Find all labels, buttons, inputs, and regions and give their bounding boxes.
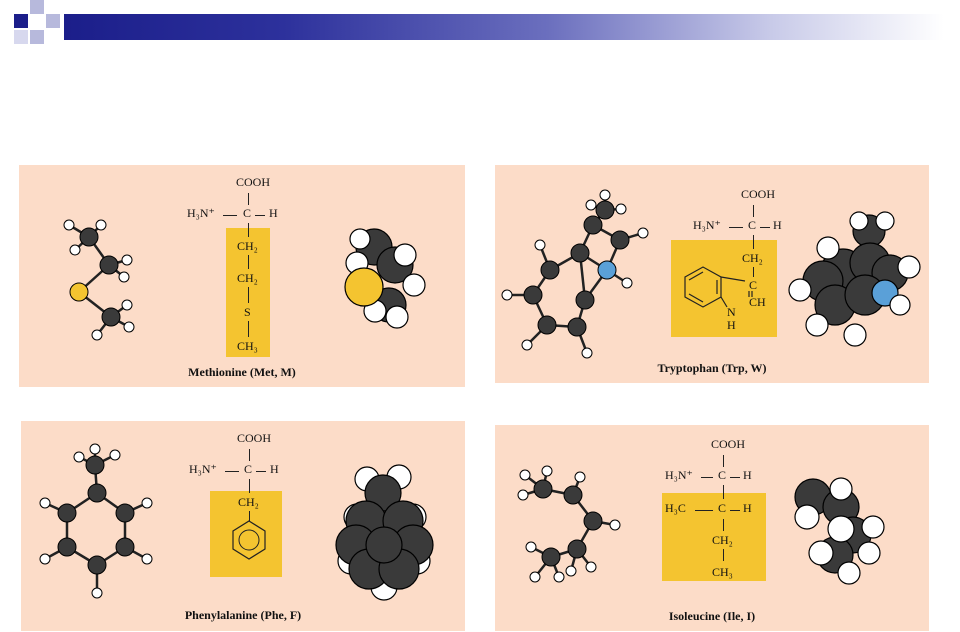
- methionine-panel: COOH H₃N⁺ C H CH₂ CH₂ S CH₃ Methionine (…: [19, 165, 465, 387]
- amine-label: H₃N⁺: [693, 218, 721, 232]
- logo-square-2: [30, 0, 44, 14]
- side-chain-ch2: CH₂: [238, 495, 259, 509]
- alpha-carbon-label: C: [748, 218, 757, 232]
- amine-label: H₃N⁺: [189, 462, 217, 476]
- cooh-label: COOH: [236, 175, 271, 189]
- indole-n: N: [727, 305, 736, 319]
- side-chain-ch2: CH₂: [712, 533, 733, 547]
- methionine-label: Methionine (Met, M): [188, 365, 296, 379]
- alpha-carbon-label: C: [244, 462, 253, 476]
- title-bar: [64, 14, 944, 40]
- side-chain-ch2-1: CH₂: [237, 239, 258, 253]
- side-chain-beta-carbon: C: [718, 501, 727, 515]
- side-chain-s: S: [244, 305, 251, 319]
- indole-ch: CH: [749, 295, 766, 309]
- isoleucine-side-chain-box: [662, 493, 766, 581]
- isoleucine-label: Isoleucine (Ile, I): [668, 609, 756, 623]
- side-chain-ch2: CH₂: [742, 251, 763, 265]
- side-chain-beta-hydrogen: H: [743, 501, 752, 515]
- logo-square-1: [14, 14, 28, 28]
- amine-label: H₃N⁺: [187, 206, 215, 220]
- methionine-ball-and-stick: [63, 219, 135, 341]
- side-chain-ch2-2: CH₂: [237, 271, 258, 285]
- alpha-hydrogen-label: H: [743, 468, 752, 482]
- methionine-formula: COOH H₃N⁺ C H CH₂ CH₂ S CH₃: [179, 175, 319, 355]
- alpha-carbon-label: C: [718, 468, 727, 482]
- phenylalanine-label: Phenylalanine (Phe, F): [184, 608, 302, 622]
- isoleucine-formula: COOH H₃N⁺ C H H₃C C H CH₂ CH₃: [665, 437, 785, 587]
- phenylalanine-ball-and-stick: [39, 443, 153, 599]
- tryptophan-formula: COOH H₃N⁺ C H CH₂ C CH N H: [691, 187, 801, 337]
- phenylalanine-panel: COOH H₃N⁺ C H CH₂: [21, 421, 465, 631]
- alpha-hydrogen-label: H: [773, 218, 782, 232]
- alpha-hydrogen-label: H: [269, 206, 278, 220]
- tryptophan-ball-and-stick: [501, 189, 649, 359]
- amine-label: H₃N⁺: [665, 468, 693, 482]
- cooh-label: COOH: [711, 437, 746, 451]
- isoleucine-ball-and-stick: [517, 465, 621, 583]
- tryptophan-label: Tryptophan (Trp, W): [657, 361, 767, 375]
- alpha-carbon-label: C: [243, 206, 252, 220]
- side-chain-ch3: CH₃: [237, 339, 258, 353]
- side-chain-h3c: H₃C: [665, 501, 686, 515]
- side-chain-ch3: CH₃: [712, 565, 733, 579]
- alpha-hydrogen-label: H: [270, 462, 279, 476]
- isoleucine-panel: COOH H₃N⁺ C H H₃C C H CH₂ CH₃: [495, 425, 929, 631]
- logo-square-3: [46, 14, 60, 28]
- phenylalanine-formula: COOH H₃N⁺ C H CH₂: [181, 431, 321, 581]
- cooh-label: COOH: [741, 187, 776, 201]
- tryptophan-panel: COOH H₃N⁺ C H CH₂ C CH N H: [495, 165, 929, 383]
- indole-c1: C: [749, 278, 758, 292]
- cooh-label: COOH: [237, 431, 272, 445]
- logo-square-4: [30, 30, 44, 44]
- indole-h: H: [727, 318, 736, 332]
- logo-square-5: [14, 30, 28, 44]
